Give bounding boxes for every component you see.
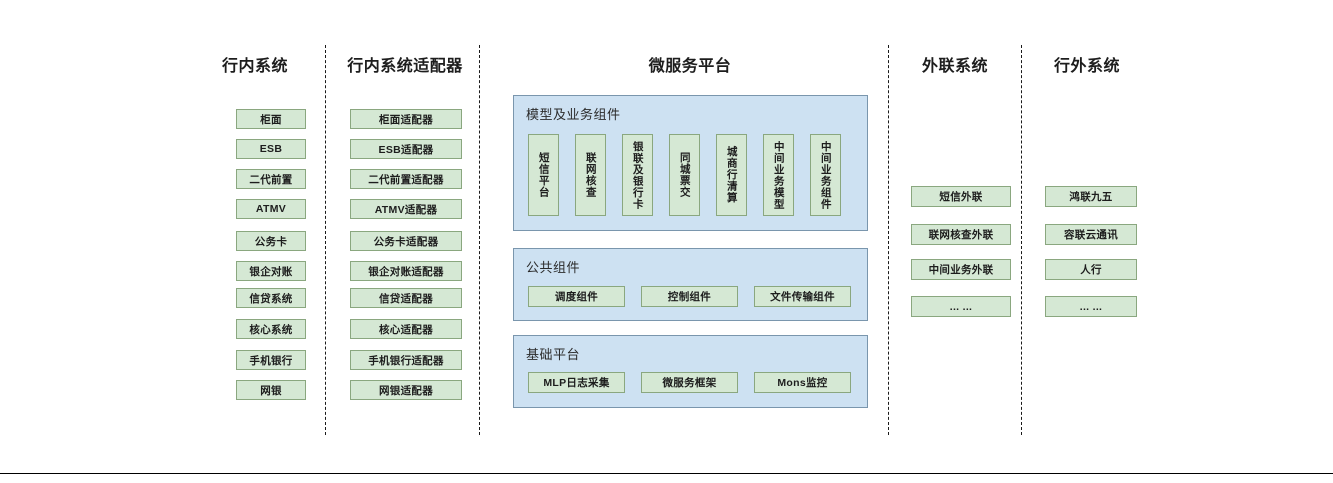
column-header-internal-systems: 行内系统 bbox=[221, 58, 288, 75]
column-header-external-liaison: 外联系统 bbox=[921, 58, 988, 75]
separator-col1-col2 bbox=[325, 45, 326, 435]
node-label: 银联及银行卡 bbox=[631, 140, 644, 210]
node-model-component[interactable]: 银联及银行卡 bbox=[622, 134, 653, 216]
node-internal-system[interactable]: ESB bbox=[236, 139, 306, 159]
node-internal-system[interactable]: 信贷系统 bbox=[236, 288, 306, 308]
node-public-component[interactable]: 控制组件 bbox=[641, 286, 738, 307]
node-external-liaison[interactable]: ... ... bbox=[911, 296, 1011, 317]
node-internal-adapter[interactable]: 核心适配器 bbox=[350, 319, 462, 339]
node-internal-system[interactable]: 银企对账 bbox=[236, 261, 306, 281]
separator-platform-col3 bbox=[888, 45, 889, 435]
node-internal-system[interactable]: 网银 bbox=[236, 380, 306, 400]
panel-title-model-business-components: 模型及业务组件 bbox=[526, 107, 621, 122]
node-model-component[interactable]: 中间业务模型 bbox=[763, 134, 794, 216]
node-outside-bank[interactable]: 人行 bbox=[1045, 259, 1137, 280]
node-internal-adapter[interactable]: 手机银行适配器 bbox=[350, 350, 462, 370]
node-model-component[interactable]: 短信平台 bbox=[528, 134, 559, 216]
node-label: 中间业务组件 bbox=[819, 140, 832, 210]
node-model-component[interactable]: 联网核查 bbox=[575, 134, 606, 216]
node-internal-system[interactable]: 核心系统 bbox=[236, 319, 306, 339]
node-internal-system[interactable]: 公务卡 bbox=[236, 231, 306, 251]
node-internal-system[interactable]: 手机银行 bbox=[236, 350, 306, 370]
node-model-component[interactable]: 同城票交 bbox=[669, 134, 700, 216]
column-header-outside-bank: 行外系统 bbox=[1053, 58, 1120, 75]
node-internal-adapter[interactable]: 网银适配器 bbox=[350, 380, 462, 400]
column-header-internal-adapters: 行内系统适配器 bbox=[347, 58, 463, 75]
platform-header: 微服务平台 bbox=[648, 58, 732, 75]
node-internal-adapter[interactable]: ATMV适配器 bbox=[350, 199, 462, 219]
node-model-component[interactable]: 城商行清算 bbox=[716, 134, 747, 216]
panel-title-public-components: 公共组件 bbox=[526, 260, 581, 275]
node-internal-adapter[interactable]: 柜面适配器 bbox=[350, 109, 462, 129]
node-outside-bank[interactable]: ... ... bbox=[1045, 296, 1137, 317]
node-label: 城商行清算 bbox=[725, 146, 738, 204]
node-internal-adapter[interactable]: 银企对账适配器 bbox=[350, 261, 462, 281]
node-label: 短信平台 bbox=[537, 152, 550, 198]
node-base-platform-component[interactable]: Mons监控 bbox=[754, 372, 851, 393]
node-internal-system[interactable]: 二代前置 bbox=[236, 169, 306, 189]
node-internal-system[interactable]: ATMV bbox=[236, 199, 306, 219]
node-internal-system[interactable]: 柜面 bbox=[236, 109, 306, 129]
node-base-platform-component[interactable]: MLP日志采集 bbox=[528, 372, 625, 393]
node-base-platform-component[interactable]: 微服务框架 bbox=[641, 372, 738, 393]
node-external-liaison[interactable]: 短信外联 bbox=[911, 186, 1011, 207]
node-external-liaison[interactable]: 联网核查外联 bbox=[911, 224, 1011, 245]
node-internal-adapter[interactable]: 公务卡适配器 bbox=[350, 231, 462, 251]
panel-title-base-platform: 基础平台 bbox=[526, 347, 581, 362]
node-public-component[interactable]: 调度组件 bbox=[528, 286, 625, 307]
node-internal-adapter[interactable]: ESB适配器 bbox=[350, 139, 462, 159]
node-external-liaison[interactable]: 中间业务外联 bbox=[911, 259, 1011, 280]
node-public-component[interactable]: 文件传输组件 bbox=[754, 286, 851, 307]
node-model-component[interactable]: 中间业务组件 bbox=[810, 134, 841, 216]
node-outside-bank[interactable]: 鸿联九五 bbox=[1045, 186, 1137, 207]
bottom-divider bbox=[0, 473, 1333, 474]
panel-public-components: 公共组件 bbox=[513, 248, 868, 321]
panel-base-platform: 基础平台 bbox=[513, 335, 868, 408]
separator-col3-col4 bbox=[1021, 45, 1022, 435]
separator-col2-platform bbox=[479, 45, 480, 435]
node-internal-adapter[interactable]: 信贷适配器 bbox=[350, 288, 462, 308]
node-internal-adapter[interactable]: 二代前置适配器 bbox=[350, 169, 462, 189]
node-label: 同城票交 bbox=[678, 152, 691, 198]
node-label: 联网核查 bbox=[584, 152, 597, 198]
node-label: 中间业务模型 bbox=[772, 140, 785, 210]
node-outside-bank[interactable]: 容联云通讯 bbox=[1045, 224, 1137, 245]
